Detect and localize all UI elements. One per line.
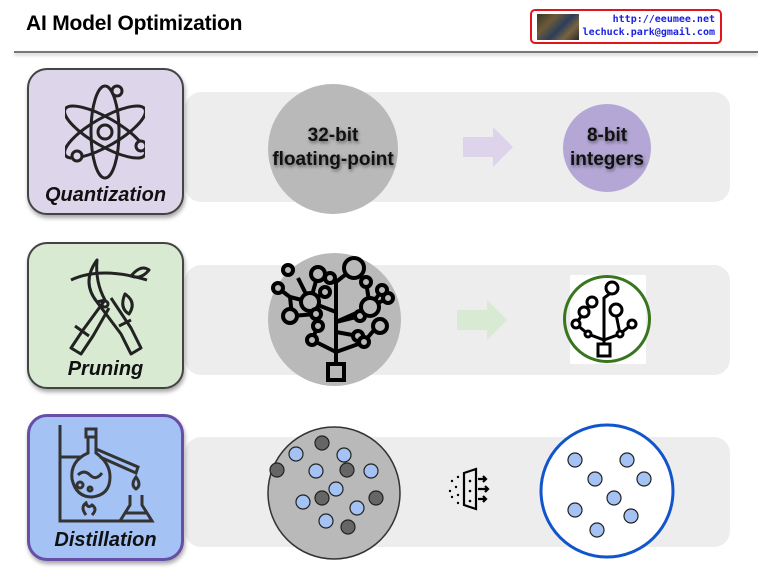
pruning-card: Pruning — [27, 242, 184, 389]
credit-email[interactable]: lechuck.park@gmail.com — [582, 27, 715, 38]
pruning-arrow-icon — [457, 300, 507, 340]
pruning-label: Pruning — [67, 358, 144, 380]
full-network-tree-icon — [271, 256, 395, 382]
author-credit-badge: http://eeumee.net lechuck.park@gmail.com — [530, 9, 722, 44]
mixed-particles-icon — [267, 426, 401, 560]
page-title: AI Model Optimization — [26, 12, 243, 35]
fp32-circle — [268, 84, 398, 214]
quantization-label: Quantization — [44, 184, 167, 206]
credit-url[interactable]: http://eeumee.net — [612, 14, 715, 25]
filtered-particles-icon — [539, 423, 675, 559]
distillation-flask-icon — [58, 425, 155, 523]
int8-label-line2: integers — [570, 149, 644, 170]
int8-label-line1: 8-bit — [586, 125, 628, 146]
pruning-shears-icon — [69, 258, 151, 356]
pruned-network-tree-icon — [570, 280, 638, 358]
quantization-card: Quantization — [27, 68, 184, 215]
pruned-network-circle — [563, 275, 651, 363]
distillation-card: Distillation — [27, 414, 184, 561]
filter-icon — [448, 467, 490, 511]
quantization-arrow-icon — [463, 127, 513, 167]
fp32-label-line2: floating-point — [272, 149, 394, 170]
atom-icon — [65, 84, 145, 180]
distillation-label: Distillation — [54, 529, 157, 551]
int8-circle — [563, 104, 651, 192]
header-divider — [14, 51, 758, 53]
author-thumbnail — [537, 14, 579, 40]
fp32-label-line1: 32-bit — [307, 125, 359, 146]
